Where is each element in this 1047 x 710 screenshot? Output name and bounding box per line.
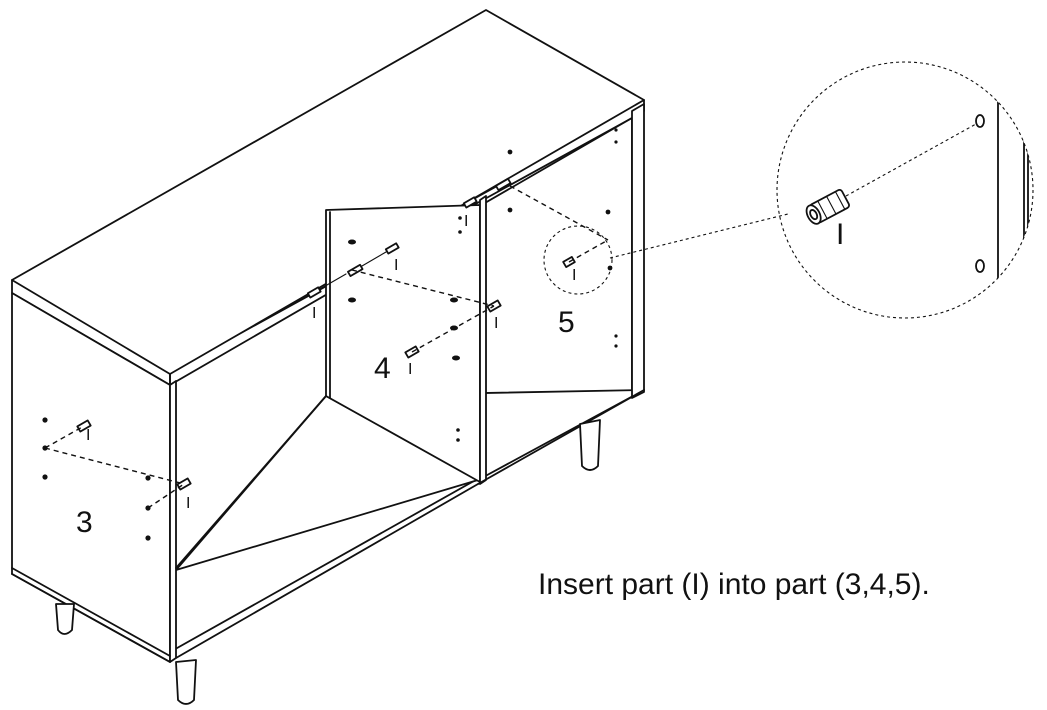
zoom-hole-top [975, 114, 985, 128]
hole [450, 297, 458, 303]
zoom-insertion-line [845, 123, 977, 197]
hole [458, 216, 462, 220]
top-edge-fittings [306, 177, 512, 299]
label-dowel: I [464, 213, 468, 230]
hole [456, 428, 460, 432]
zoom-circle [776, 61, 1034, 319]
partition-5 [479, 195, 487, 485]
label-panel-3: 3 [76, 506, 93, 539]
fitting-rail [319, 273, 347, 290]
fitting [384, 242, 400, 255]
path-4a [351, 269, 495, 307]
hole [42, 474, 48, 480]
right-bottom-edge [477, 389, 645, 485]
label-panel-4: 4 [374, 352, 391, 385]
hole [458, 230, 462, 234]
fitting [462, 196, 478, 209]
path-3c [147, 483, 185, 509]
insertion-paths [44, 185, 609, 509]
hole [145, 535, 151, 541]
detail-leader-line [609, 213, 789, 259]
detail-circle-small [543, 225, 613, 295]
path-5a [509, 185, 609, 241]
fitting-rail [361, 251, 387, 267]
zoom-dowel-icon [805, 188, 850, 225]
fitting [495, 177, 512, 191]
fitting [306, 286, 322, 299]
leg-front-right [175, 659, 197, 705]
instruction-text: Insert part (I) into part (3,4,5). [538, 568, 930, 601]
path-5b [568, 239, 609, 263]
legs [55, 419, 601, 705]
inner-floor-line [175, 395, 327, 569]
hole [145, 475, 151, 481]
hole [614, 128, 618, 132]
left-bottom-edge-inner [11, 567, 171, 657]
hole [507, 207, 513, 213]
right-side-panel [631, 103, 645, 399]
label-dowel: I [572, 267, 576, 284]
path-3a [44, 425, 85, 449]
left-panel-front-edge [169, 380, 177, 663]
hole [348, 239, 356, 245]
path-4b [411, 305, 495, 353]
hole [605, 209, 611, 215]
path-3b [44, 447, 185, 485]
front-bottom-edge [175, 483, 479, 659]
zoom-detail: I [776, 61, 1034, 319]
fitting-rail [475, 186, 497, 199]
label-dowel: I [494, 315, 498, 332]
left-bottom-edge [11, 573, 171, 663]
label-dowel: I [394, 257, 398, 274]
labels: 3 4 5 I I I I I I I I [76, 213, 576, 539]
label-dowel: I [86, 427, 90, 444]
label-dowel: I [312, 305, 316, 322]
hole [452, 355, 460, 361]
hole [507, 149, 513, 155]
hole [614, 334, 618, 338]
cabinet-carcass [11, 9, 645, 663]
detail-marker [543, 213, 789, 295]
leg-back-right [579, 419, 601, 471]
hole [614, 140, 618, 144]
label-dowel: I [186, 495, 190, 512]
hole [42, 417, 48, 423]
zoom-part-label: I [836, 218, 844, 251]
hole [348, 297, 356, 303]
label-panel-5: 5 [558, 306, 575, 339]
zoom-hole-bottom [975, 259, 985, 273]
leg-front-left [55, 603, 75, 635]
hole [456, 438, 460, 442]
hole [614, 344, 618, 348]
label-dowel: I [408, 361, 412, 378]
